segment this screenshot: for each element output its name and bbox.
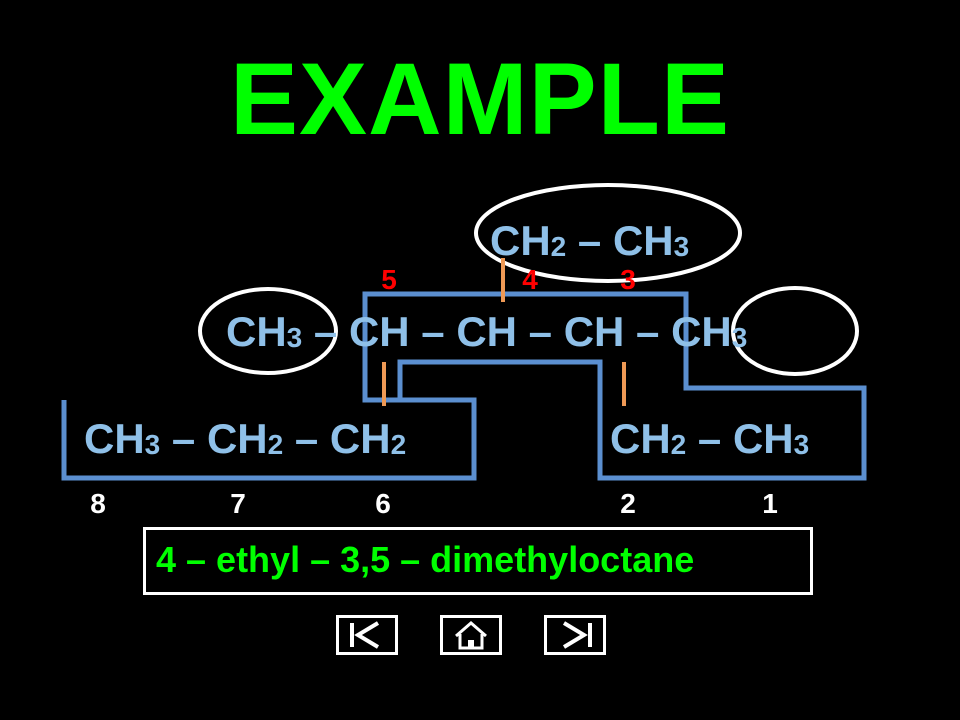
locant-1: 1 bbox=[762, 488, 778, 519]
locant-3: 3 bbox=[620, 264, 636, 295]
bottom-right-formula: CH2 – CH3 bbox=[610, 415, 810, 462]
main-chain-outline bbox=[61, 291, 867, 481]
locant-2: 2 bbox=[620, 488, 636, 519]
top-branch-formula: CH2 – CH3 bbox=[490, 217, 690, 264]
home-button[interactable] bbox=[440, 615, 502, 655]
iupac-name: 4 – ethyl – 3,5 – dimethyloctane bbox=[156, 539, 695, 580]
slide-title: EXAMPLE bbox=[229, 42, 731, 156]
ethyl-branch-circle bbox=[474, 183, 742, 283]
last-slide-button[interactable] bbox=[544, 615, 606, 655]
locant-8: 8 bbox=[90, 488, 106, 519]
locant-5: 5 bbox=[381, 264, 397, 295]
bottom-left-formula: CH3 – CH2 – CH2 bbox=[84, 415, 407, 462]
left-methyl-circle bbox=[198, 287, 338, 375]
right-methyl-circle bbox=[731, 286, 859, 376]
first-slide-icon bbox=[336, 615, 398, 655]
locant-7: 7 bbox=[230, 488, 246, 519]
home-icon bbox=[440, 615, 502, 655]
locant-4: 4 bbox=[522, 264, 538, 295]
locant-6: 6 bbox=[375, 488, 391, 519]
first-slide-button[interactable] bbox=[336, 615, 398, 655]
last-slide-icon bbox=[544, 615, 606, 655]
middle-formula: CH3 – CH – CH – CH – CH3 bbox=[226, 308, 748, 355]
iupac-name-box: 4 – ethyl – 3,5 – dimethyloctane bbox=[143, 527, 813, 595]
